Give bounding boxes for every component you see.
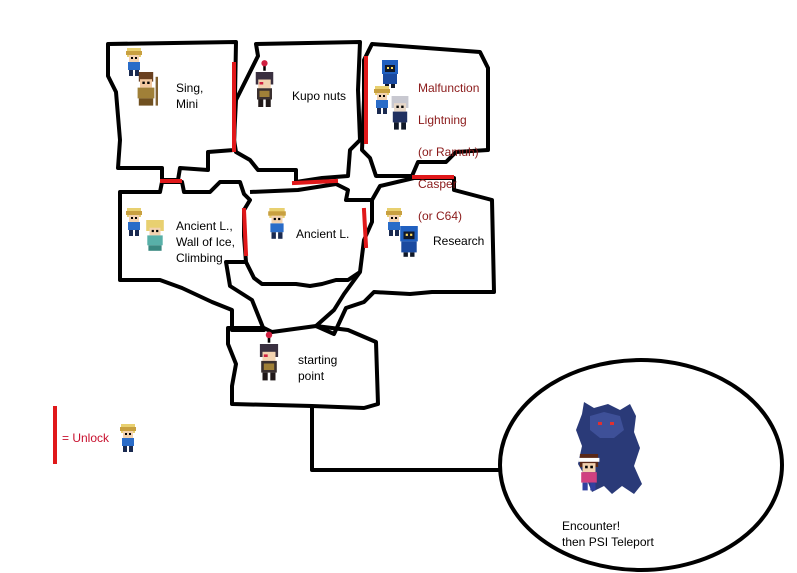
room-mid-right-label: Research: [433, 234, 485, 248]
blonde-boy-icon: [126, 48, 142, 76]
room-top-right-label: Malfunction Lightning (or Ramuh) Casper …: [418, 64, 479, 240]
moogle-icon: [259, 331, 279, 381]
blonde-boy-icon: [268, 208, 286, 239]
blonde-girl-icon: [146, 220, 164, 251]
blonde-boy-icon: [120, 424, 136, 452]
room-top-mid-wall: [232, 40, 362, 184]
moogle-icon: [255, 60, 274, 107]
unlock-gate: [361, 207, 369, 249]
unlock-gate: [241, 207, 249, 257]
corridor-to-encounter: [310, 406, 500, 472]
robot-icon: [391, 96, 409, 130]
room-mid-center-label: Ancient L.: [296, 227, 350, 241]
room-mid-left-label: Ancient L., Wall of Ice, Climbing: [176, 219, 235, 265]
room-start-label: starting point: [298, 353, 338, 383]
staff-girl-icon: [137, 72, 158, 106]
label-line: Malfunction: [418, 81, 480, 95]
encounter-bubble: [498, 358, 784, 572]
black-mage-icon: [382, 60, 398, 88]
label-line: (or Ramuh): [418, 145, 479, 159]
blonde-boy-icon: [126, 208, 142, 236]
room-start-wall: [226, 324, 380, 410]
room-top-mid-label: Kupo nuts: [292, 89, 347, 103]
unlock-gate: [291, 178, 339, 186]
label-line: (or C64): [418, 209, 463, 223]
blonde-boy-icon: [374, 86, 390, 114]
blonde-boy-icon: [386, 208, 402, 236]
label-line: Lightning: [418, 113, 467, 127]
encounter-label: Encounter! then PSI Teleport: [562, 519, 654, 549]
label-line: Casper: [418, 177, 457, 191]
legend-text: = Unlock: [62, 431, 110, 445]
room-top-left-label: Sing, Mini: [176, 81, 204, 111]
black-mage-icon: [400, 226, 418, 257]
room-top-left-wall: [106, 40, 238, 182]
room-top-right-wall: [360, 42, 490, 178]
